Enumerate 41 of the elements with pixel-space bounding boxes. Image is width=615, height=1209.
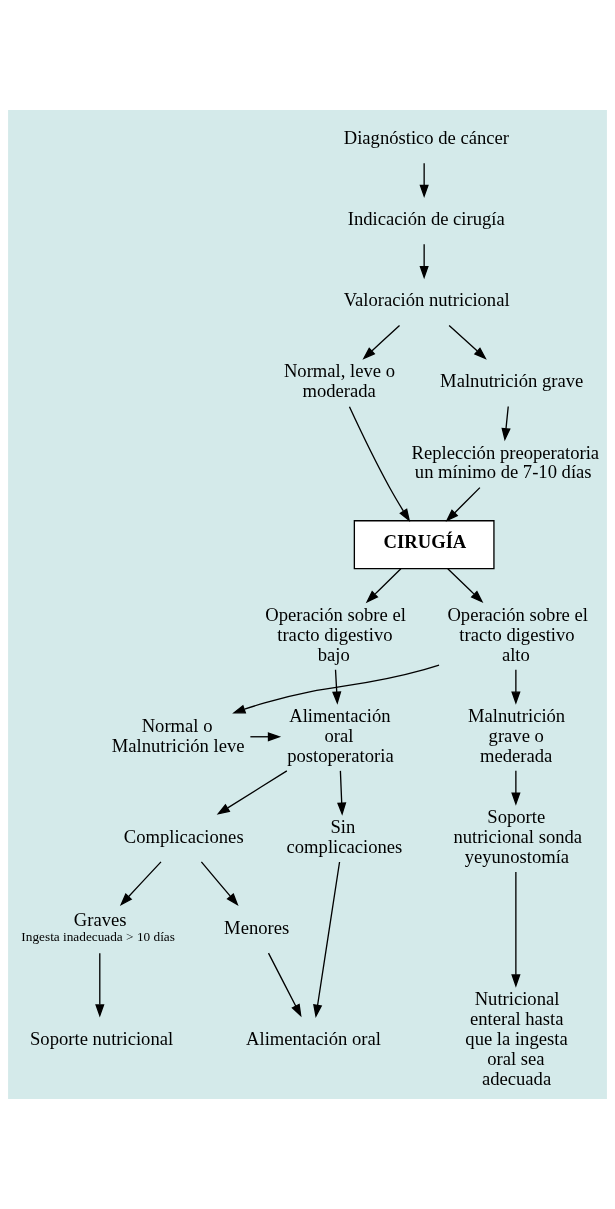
node-text: Malnutrición grave <box>440 370 584 392</box>
arrow <box>448 324 487 360</box>
arrow <box>348 406 411 522</box>
node-text: Replección preoperatoria un mínimo de 7-10 días <box>411 441 600 483</box>
arrow <box>119 861 162 906</box>
arrow <box>511 770 521 806</box>
arrow <box>362 324 401 360</box>
node-text: Operación sobre el tracto digestivo bajo <box>265 603 406 665</box>
arrow <box>419 243 429 280</box>
node-text: Valoración nutricional <box>343 289 510 311</box>
node-text: Normal, leve o moderada <box>283 360 396 402</box>
arrow <box>95 952 105 1018</box>
node-text: Sin complicaciones <box>286 815 403 857</box>
node-box: CIRUGÍA <box>353 520 495 570</box>
arrow <box>216 770 288 815</box>
arrow <box>447 568 484 604</box>
node-text: Soporte nutricional <box>30 1027 174 1049</box>
node-text: Alimentación oral <box>246 1027 381 1049</box>
node-text: Soporte nutricional sonda yeyunostomía <box>453 805 583 867</box>
node-text: Complicaciones <box>123 825 244 847</box>
arrow <box>501 405 511 442</box>
arrow <box>313 861 341 1018</box>
arrow <box>332 669 342 705</box>
node-text: Menores <box>224 916 290 938</box>
arrow <box>267 952 302 1018</box>
arrow <box>511 669 521 705</box>
arrow <box>365 568 402 604</box>
node-text: Nutricional enteral hasta que la ingesta oral sea adecuada <box>465 987 568 1089</box>
arrow <box>200 861 239 907</box>
node-text: Indicación de cirugía <box>347 208 505 230</box>
arrow <box>419 162 429 199</box>
node-text: Malnutrición grave o mederada <box>468 704 566 766</box>
node-text: Diagnóstico de cáncer <box>343 127 510 149</box>
arrow <box>337 770 347 816</box>
arrow <box>445 486 481 522</box>
node-text: Operación sobre el tracto digestivo alto <box>447 603 588 665</box>
node-text: Normal o Malnutrición leve <box>111 714 245 756</box>
arrow <box>511 871 521 988</box>
node-text: Graves Ingesta inadecuada > 10 días <box>21 909 175 944</box>
node-text: Alimentación oral postoperatoria <box>287 704 394 766</box>
arrow <box>232 664 440 714</box>
